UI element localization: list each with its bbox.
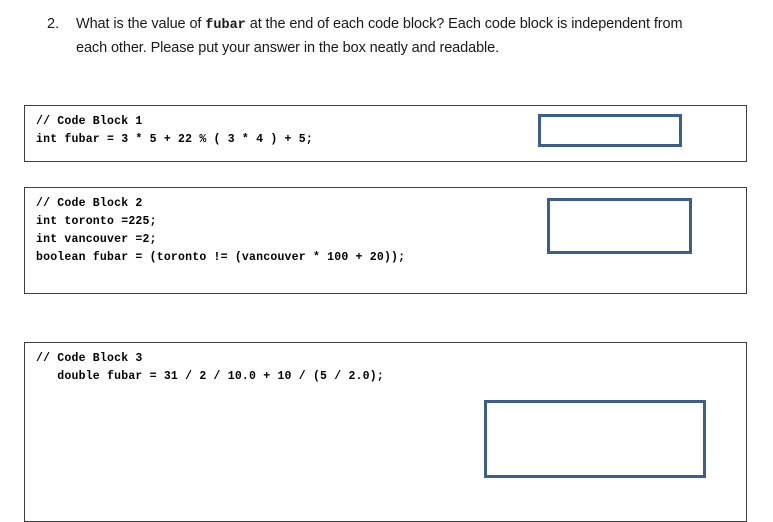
code-block-3-text: // Code Block 3 double fubar = 31 / 2 / … [36, 352, 384, 383]
code-block-1-text: // Code Block 1 int fubar = 3 * 5 + 22 %… [36, 115, 313, 146]
answer-box-3[interactable] [484, 400, 706, 478]
question-text: What is the value of fubar at the end of… [76, 13, 707, 60]
answer-box-1[interactable] [538, 114, 682, 147]
question-code-term: fubar [205, 18, 246, 33]
question-text-after-code: at the end of each code block? Each code… [76, 16, 683, 56]
question-item: 2. What is the value of fubar at the end… [47, 13, 707, 60]
question-number: 2. [47, 16, 60, 32]
code-block-2-text: // Code Block 2 int toronto =225; int va… [36, 197, 406, 264]
answer-box-2[interactable] [547, 198, 692, 254]
question-text-before-code: What is the value of [76, 16, 206, 32]
